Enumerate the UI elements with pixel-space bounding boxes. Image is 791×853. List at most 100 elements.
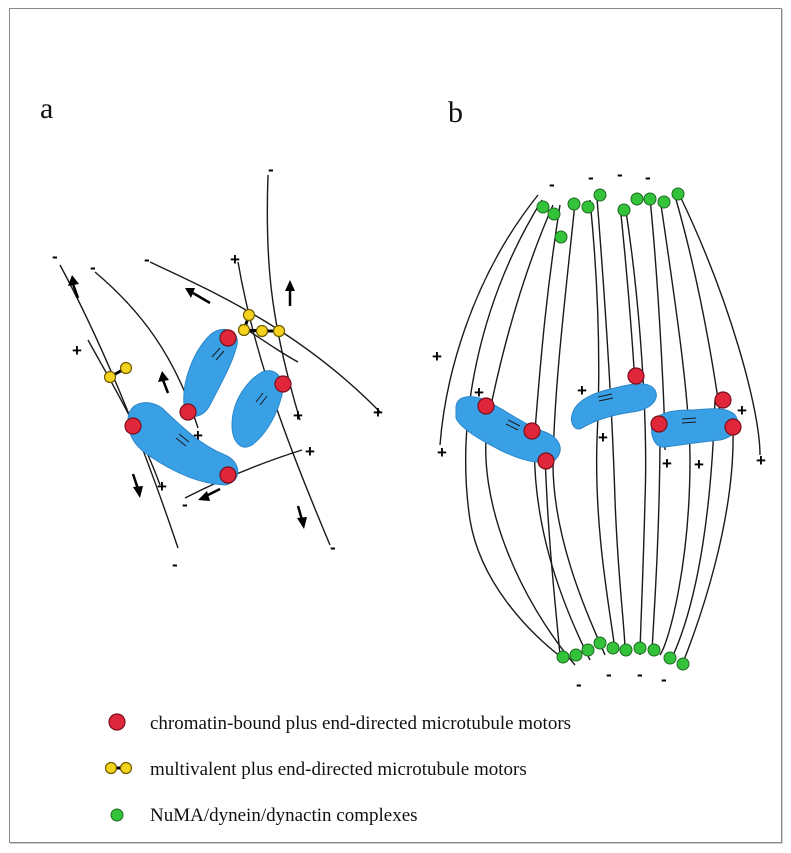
legend-item: NuMA/dynein/dynactin complexes [110, 805, 418, 826]
chromatin-motor [523, 422, 541, 440]
numa-complex [643, 192, 657, 206]
chromatin-motor [124, 417, 142, 435]
legend-label: multivalent plus end-directed microtubul… [150, 759, 527, 780]
chromatin-motor [537, 452, 555, 470]
plus-sign: + [662, 454, 672, 473]
chromatid-mark [505, 423, 519, 431]
plus-sign: + [72, 341, 82, 360]
chromosome [231, 370, 284, 448]
numa-complex [593, 188, 607, 202]
chromatid-mark [507, 419, 521, 427]
yellow-dimer-icon [104, 761, 133, 775]
chromatid-mark [178, 433, 190, 443]
movement-arrow [198, 487, 221, 501]
microtubule [651, 429, 661, 651]
plus-sign: + [598, 428, 608, 447]
numa-complex [619, 643, 633, 657]
microtubule [674, 195, 723, 431]
numa-complex [676, 657, 690, 671]
chromatin-motor [650, 415, 668, 433]
minus-sign: - [606, 665, 612, 684]
microtubule [87, 339, 161, 486]
plus-sign: + [432, 347, 442, 366]
numa-complex [556, 650, 570, 664]
green-circle-icon [110, 808, 124, 822]
plus-sign: + [373, 403, 383, 422]
chromatin-motor [477, 397, 495, 415]
minus-sign: - [330, 538, 336, 557]
plus-sign: + [157, 477, 167, 496]
minus-sign: - [52, 247, 58, 266]
chromatin-motor [179, 403, 197, 421]
chromatin-motor [724, 418, 742, 436]
plus-sign: + [193, 426, 203, 445]
numa-complex [663, 651, 677, 665]
microtubule [439, 194, 539, 446]
multivalent-motor [103, 361, 133, 384]
microtubule [619, 204, 636, 391]
chromatin-motor [627, 367, 645, 385]
plus-sign: + [577, 381, 587, 400]
minus-sign: - [182, 495, 188, 514]
plus-sign: + [474, 383, 484, 402]
chromatid-mark [255, 392, 264, 403]
microtubule [624, 204, 647, 656]
numa-complex [536, 200, 550, 214]
movement-arrow [185, 288, 211, 305]
numa-complex [617, 203, 631, 217]
chromatid-mark [175, 437, 187, 447]
movement-arrow [68, 275, 80, 299]
microtubule [649, 197, 666, 451]
legend-item: chromatin-bound plus end-directed microt… [108, 713, 571, 734]
microtubule [544, 454, 561, 656]
minus-sign: - [588, 168, 594, 187]
minus-sign: - [637, 665, 643, 684]
minus-sign: - [268, 160, 274, 179]
chromatin-motor [219, 466, 237, 484]
plus-sign: + [305, 442, 315, 461]
panel-label-a: a [40, 92, 53, 125]
numa-complex [633, 641, 647, 655]
legend-label: chromatin-bound plus end-directed microt… [150, 713, 571, 734]
microtubule [59, 264, 179, 549]
chromatid-mark [681, 421, 697, 424]
numa-complex [569, 648, 583, 662]
numa-complex [647, 643, 661, 657]
minus-sign: - [576, 675, 582, 694]
chromatid-mark [597, 393, 613, 398]
chromatid-mark [681, 417, 697, 420]
numa-complex [671, 187, 685, 201]
numa-complex [657, 195, 671, 209]
panel-a-diagram: - - - - - - - + + + + + + + [52, 160, 383, 574]
plus-sign: + [694, 455, 704, 474]
chromatid-mark [259, 395, 268, 406]
microtubule [465, 199, 566, 661]
panel-b-diagram: - - - - - - - - + + + + + + + + + [432, 165, 766, 694]
microtubule [184, 449, 303, 499]
chromatid-mark [211, 347, 221, 358]
numa-complex [547, 207, 561, 221]
microtubule [679, 195, 761, 456]
minus-sign: - [617, 165, 623, 184]
legend-label: NuMA/dynein/dynactin complexes [150, 805, 418, 826]
chromatin-motor [219, 329, 237, 347]
microtubule [596, 197, 626, 651]
plus-sign: + [293, 406, 303, 425]
microtubule [589, 199, 616, 651]
movement-arrow [285, 280, 295, 306]
chromatid-mark [215, 350, 225, 361]
chromatid-mark [598, 397, 614, 402]
chromosome [571, 383, 657, 430]
plus-sign: + [737, 401, 747, 420]
microtubule [659, 197, 691, 656]
microtubule [149, 261, 381, 413]
numa-complex [606, 641, 620, 655]
chromatin-motor [714, 391, 732, 409]
minus-sign: - [90, 258, 96, 277]
minus-sign: - [645, 168, 651, 187]
panel-label-b: b [448, 96, 463, 129]
plus-sign: + [756, 451, 766, 470]
movement-arrow [296, 505, 307, 529]
minus-sign: - [172, 555, 178, 574]
